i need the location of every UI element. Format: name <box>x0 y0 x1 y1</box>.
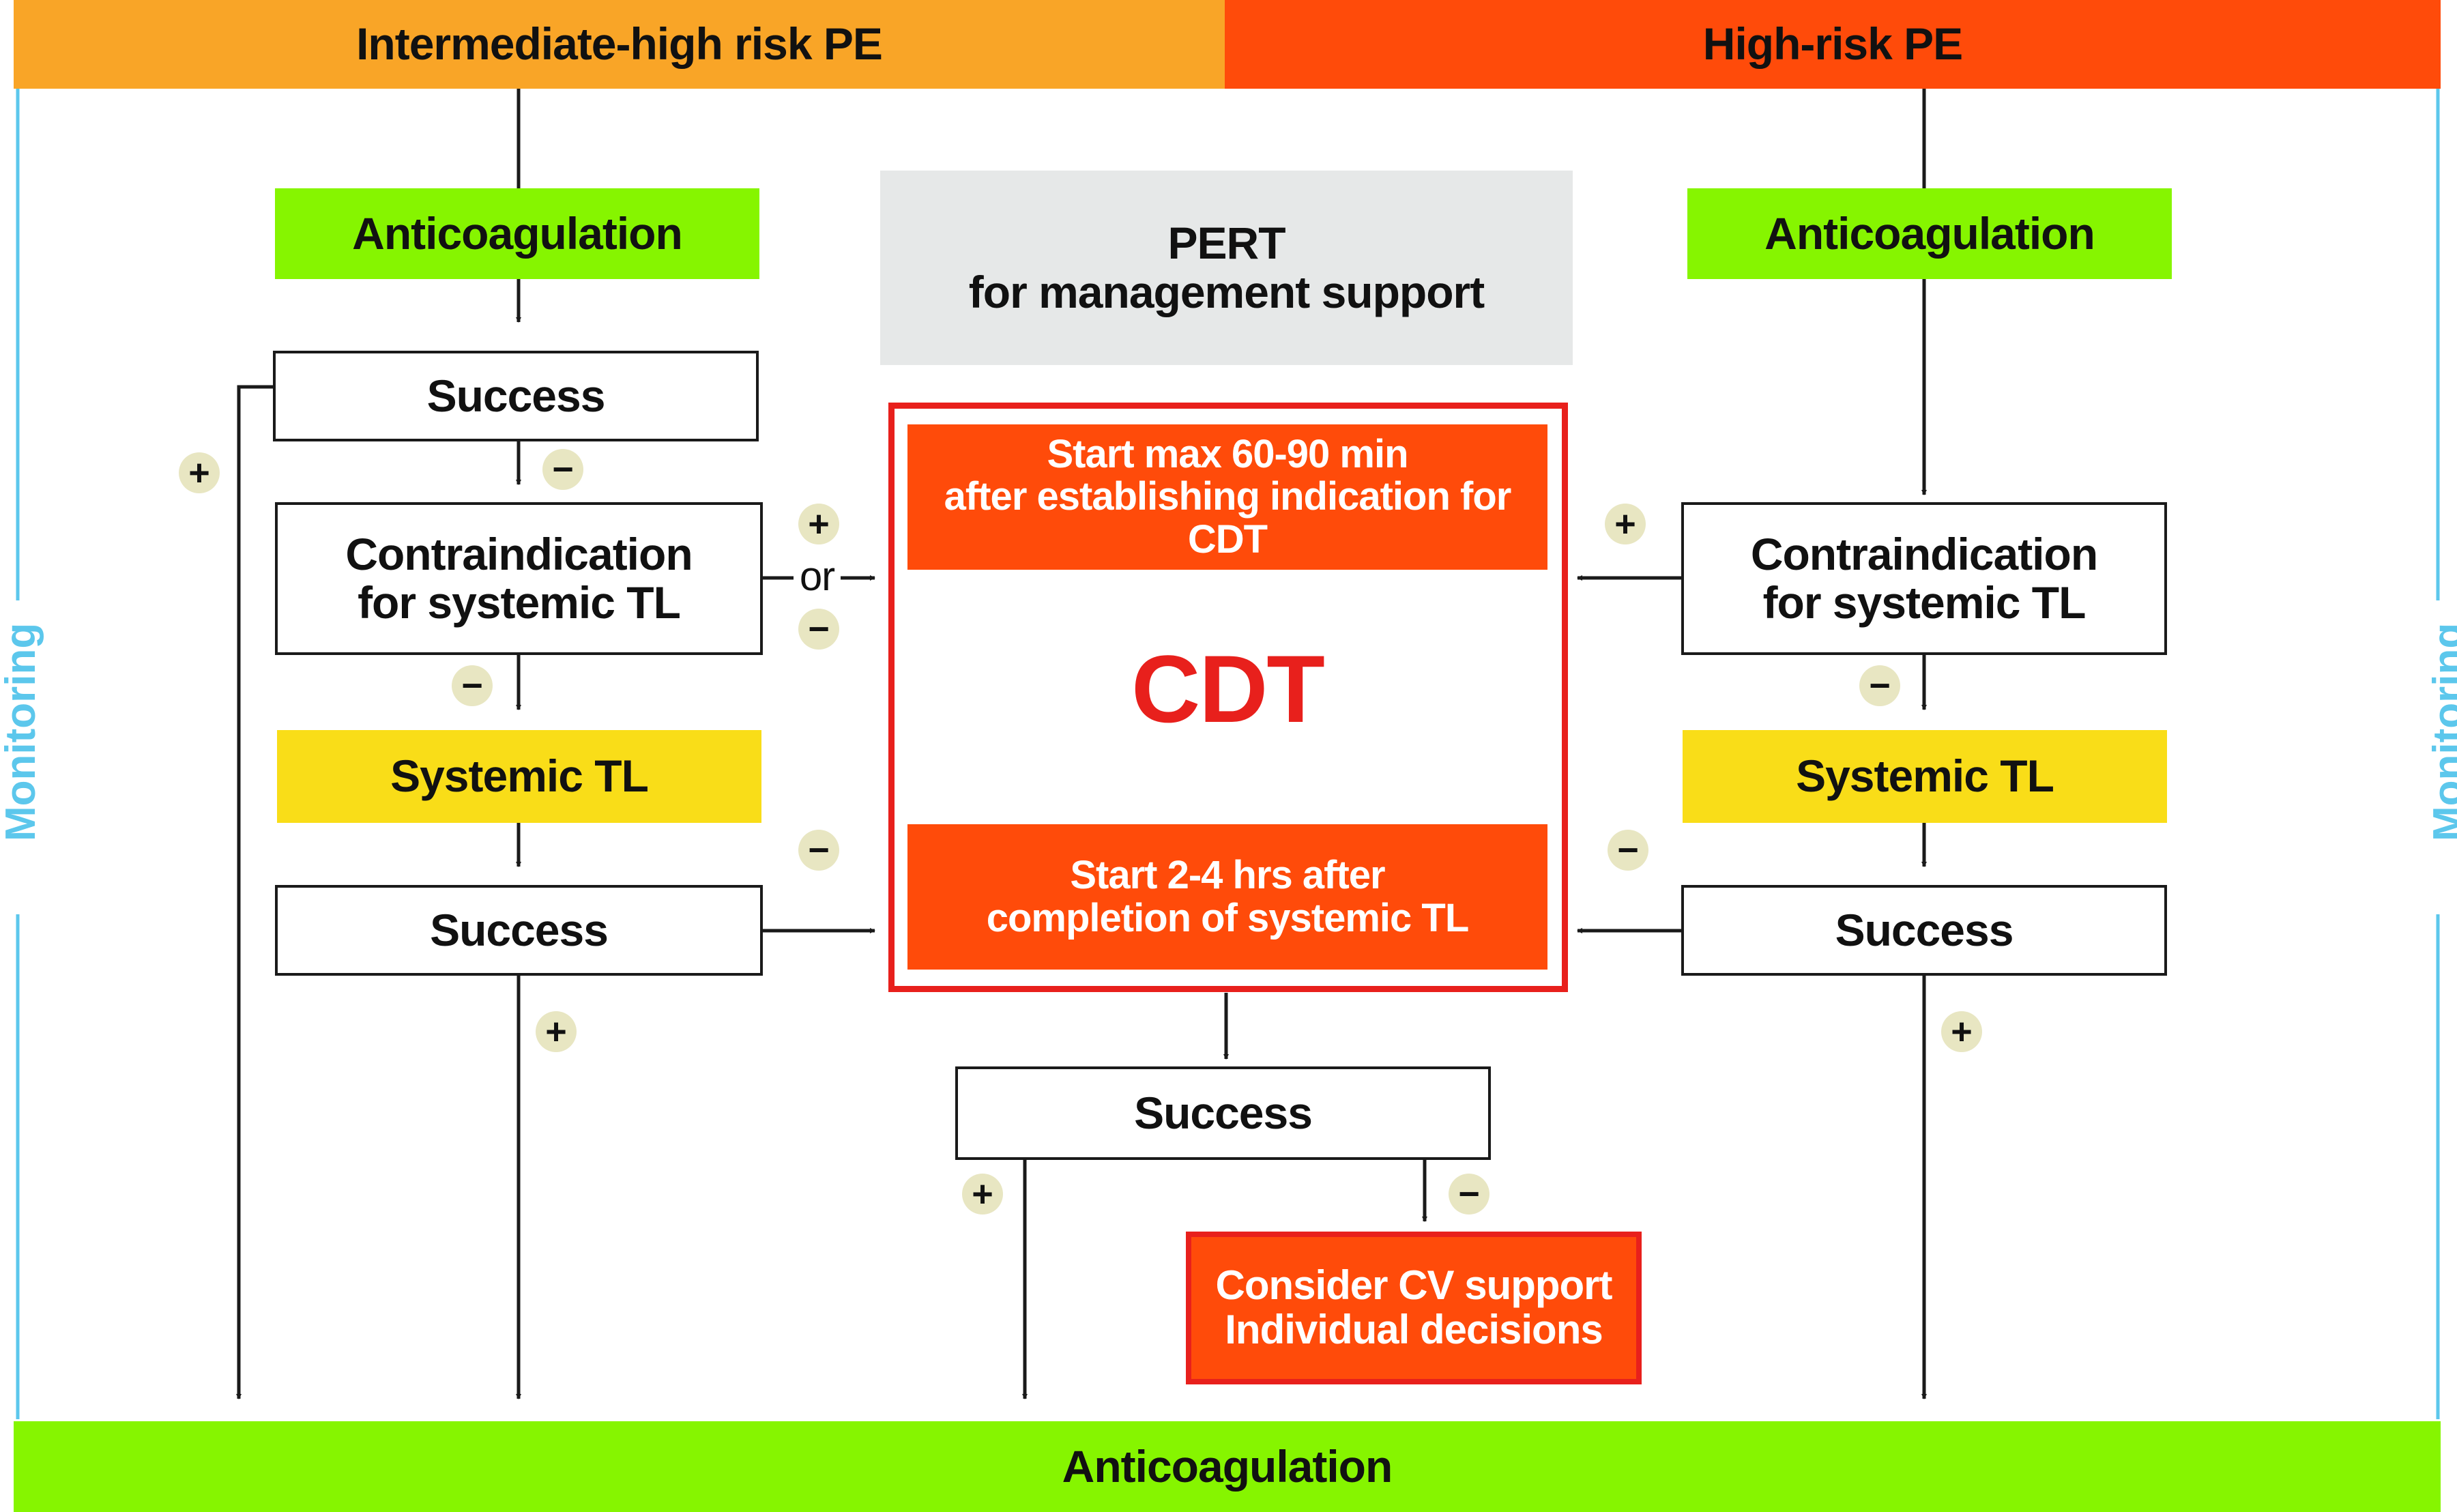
left-systemic-tl-box: Systemic TL <box>277 730 761 823</box>
plus-sign-right-contraindication: + <box>1605 504 1646 544</box>
pert-box: PERT for management support <box>880 171 1573 365</box>
right-contraindication-line2: for systemic TL <box>1762 577 2087 628</box>
minus-sign-center-success: − <box>1449 1174 1489 1215</box>
right-systemic-tl-box: Systemic TL <box>1683 730 2167 823</box>
left-success-bottom-box: Success <box>275 885 763 976</box>
consider-cv-support-box: Consider CV support Individual decisions <box>1186 1232 1642 1384</box>
pert-line1: PERT <box>1167 218 1285 269</box>
left-success-top-box: Success <box>273 351 759 441</box>
pert-line2: for management support <box>968 266 1485 317</box>
left-anticoagulation-box: Anticoagulation <box>275 188 759 279</box>
left-contraindication-line2: for systemic TL <box>358 577 681 628</box>
right-contraindication-line1: Contraindication <box>1750 528 2098 579</box>
right-success-box: Success <box>1681 885 2167 976</box>
plus-sign-left-monitor: + <box>179 452 220 493</box>
right-anticoagulation-box: Anticoagulation <box>1687 188 2172 279</box>
minus-sign-left-or: − <box>798 609 839 650</box>
consider-line1: Consider CV support <box>1215 1262 1612 1309</box>
monitoring-label-left: Monitoring <box>0 623 46 852</box>
minus-sign-right-systemic: − <box>1608 830 1648 871</box>
minus-sign-left-systemic: − <box>798 830 839 871</box>
consider-line2: Individual decisions <box>1225 1307 1603 1352</box>
bottom-anticoagulation-bar: Anticoagulation <box>14 1421 2441 1512</box>
cdt-start-bottom-line2: completion of systemic TL <box>986 895 1470 940</box>
cdt-start-top-line2: after establishing indication for CDT <box>944 474 1512 562</box>
plus-sign-center-success: + <box>962 1174 1003 1215</box>
cdt-start-bottom-line1: Start 2-4 hrs after <box>1070 852 1385 897</box>
header-intermediate-high-risk: Intermediate-high risk PE <box>14 0 1225 89</box>
cdt-start-top-line1: Start max 60-90 min <box>1047 431 1408 476</box>
right-contraindication-box: Contraindication for systemic TL <box>1681 502 2167 655</box>
left-contraindication-box: Contraindication for systemic TL <box>275 502 763 655</box>
minus-sign-left-contraindication: − <box>452 665 493 706</box>
cdt-start-top-box: Start max 60-90 min after establishing i… <box>907 424 1547 570</box>
plus-sign-left-or: + <box>798 504 839 544</box>
cdt-label: CDT <box>1131 635 1325 743</box>
header-high-risk: High-risk PE <box>1225 0 2441 89</box>
cdt-start-bottom-box: Start 2-4 hrs after completion of system… <box>907 824 1547 970</box>
center-success-box: Success <box>955 1066 1491 1160</box>
left-contraindication-line1: Contraindication <box>345 528 693 579</box>
plus-sign-right-success: + <box>1941 1011 1982 1052</box>
or-label: or <box>799 553 835 599</box>
monitoring-label-right: Monitoring <box>2424 623 2457 852</box>
plus-sign-left-success-bottom: + <box>536 1011 577 1052</box>
minus-sign-left-success: − <box>542 449 583 490</box>
minus-sign-right-contraindication: − <box>1859 665 1900 706</box>
